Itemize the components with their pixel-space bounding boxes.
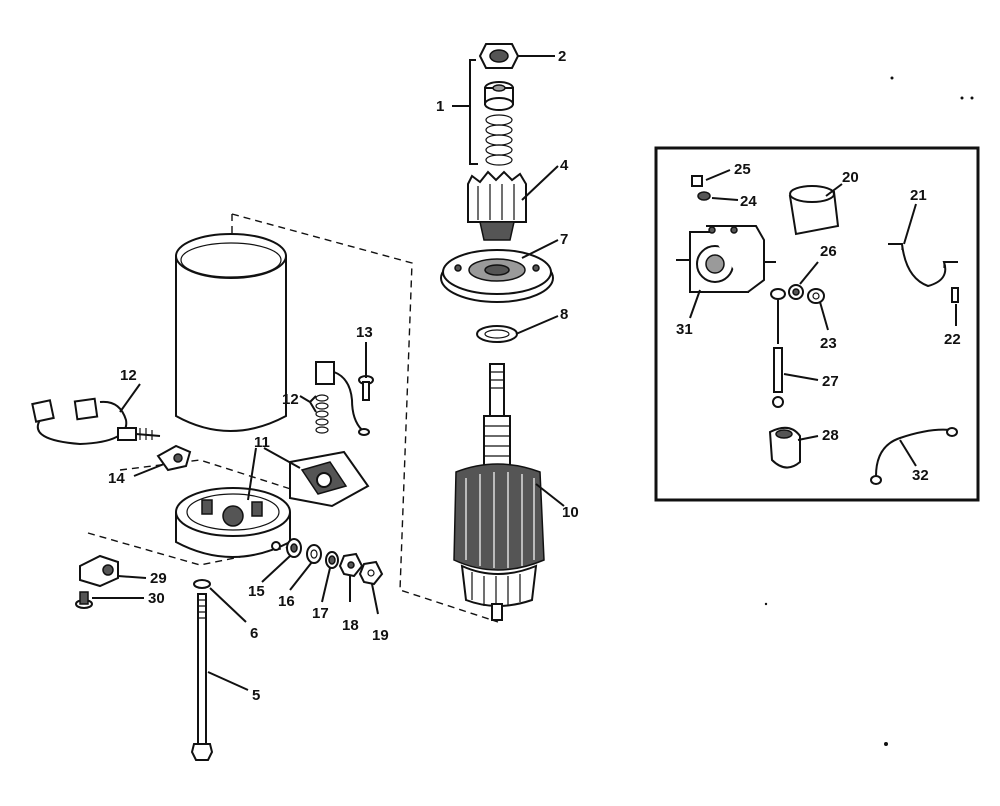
label-26: 26 — [820, 243, 837, 260]
field-frame-housing — [175, 233, 287, 432]
part-8-thrust-washer — [476, 325, 518, 343]
part-32-ground-lead — [870, 427, 958, 485]
brush-with-lead — [315, 361, 370, 436]
callout-labels: 2 1 4 7 8 10 13 12 12 11 14 29 30 15 16 … — [108, 48, 961, 704]
label-12-spring: 12 — [282, 391, 299, 408]
label-1: 1 — [436, 98, 444, 115]
label-25: 25 — [734, 161, 751, 178]
label-31: 31 — [676, 321, 693, 338]
label-23: 23 — [820, 335, 837, 352]
part-2-pinion-nut — [478, 43, 520, 69]
label-10: 10 — [562, 504, 579, 521]
label-19: 19 — [372, 627, 389, 644]
label-17: 17 — [312, 605, 329, 622]
label-11: 11 — [254, 434, 270, 451]
label-28: 28 — [822, 427, 839, 444]
label-12-lead: 12 — [120, 367, 137, 384]
label-6: 6 — [250, 625, 258, 642]
part-29-clamp — [79, 554, 119, 588]
label-5: 5 — [252, 687, 260, 704]
label-32: 32 — [912, 467, 929, 484]
solenoid-accessory-inset — [654, 146, 980, 502]
scan-specks — [764, 76, 974, 746]
part-4-drive-pinion — [467, 170, 527, 241]
part-17-lock-washer — [325, 551, 339, 569]
label-29: 29 — [150, 570, 167, 587]
part-20-cover — [788, 185, 840, 236]
label-22: 22 — [944, 331, 961, 348]
label-14: 14 — [108, 470, 125, 487]
label-15: 15 — [248, 583, 265, 600]
label-24: 24 — [740, 193, 757, 210]
label-27: 27 — [822, 373, 839, 390]
part-16-washer — [306, 544, 322, 564]
part-19-nut — [358, 560, 384, 586]
part-15-insulating-washer — [286, 538, 302, 558]
commutator-end-cap — [175, 487, 291, 558]
label-16: 16 — [278, 593, 295, 610]
part-21-mounting-bracket — [888, 243, 958, 288]
part-28-terminal-boot — [768, 426, 801, 469]
label-7: 7 — [560, 231, 568, 248]
part-27-cable — [770, 288, 786, 408]
label-2: 2 — [558, 48, 566, 65]
label-20: 20 — [842, 169, 859, 186]
part-7-drive-end-frame — [440, 249, 554, 303]
part-5-through-bolt — [190, 593, 214, 761]
part-12-brush-lead-assembly — [31, 397, 161, 446]
label-18: 18 — [342, 617, 359, 634]
label-8: 8 — [560, 306, 568, 323]
part-24-lock-washer — [697, 191, 711, 201]
part-6-washer — [193, 579, 211, 589]
part-23-nut — [807, 288, 825, 304]
part-31-starter-solenoid — [676, 225, 776, 293]
assembly-guide-lines — [87, 213, 499, 623]
part-25-terminal-nut — [691, 175, 703, 187]
leader-lines — [92, 55, 957, 691]
part-1-spacer-spring-assembly — [469, 59, 514, 166]
part-30-screw — [75, 591, 93, 609]
part-11-brush-holder — [289, 450, 370, 508]
part-22-screw — [951, 287, 959, 303]
part-10-armature — [453, 363, 545, 621]
label-30: 30 — [148, 590, 165, 607]
label-21: 21 — [910, 187, 927, 204]
part-18-nut — [338, 552, 364, 578]
part-13-screw — [358, 375, 374, 401]
part-26-washer — [788, 284, 804, 300]
label-13: 13 — [356, 324, 373, 341]
part-12-brush-spring — [315, 394, 329, 434]
label-4: 4 — [560, 157, 569, 174]
part-14-brush-clip — [156, 444, 192, 472]
